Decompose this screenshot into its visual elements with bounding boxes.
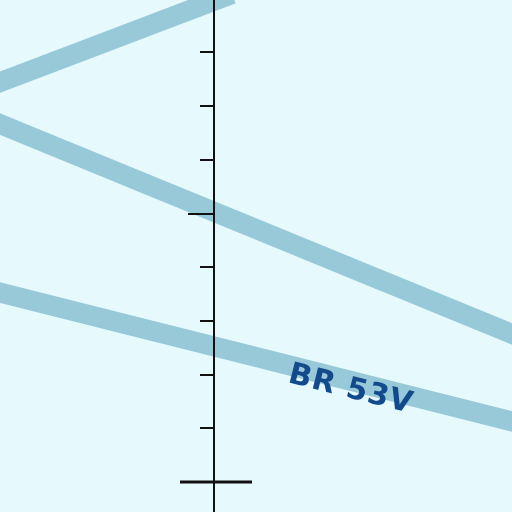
route-line-top xyxy=(0,0,236,93)
route-line-middle xyxy=(0,113,512,345)
scale-axis xyxy=(180,0,252,512)
route-line-bottom xyxy=(0,282,512,432)
